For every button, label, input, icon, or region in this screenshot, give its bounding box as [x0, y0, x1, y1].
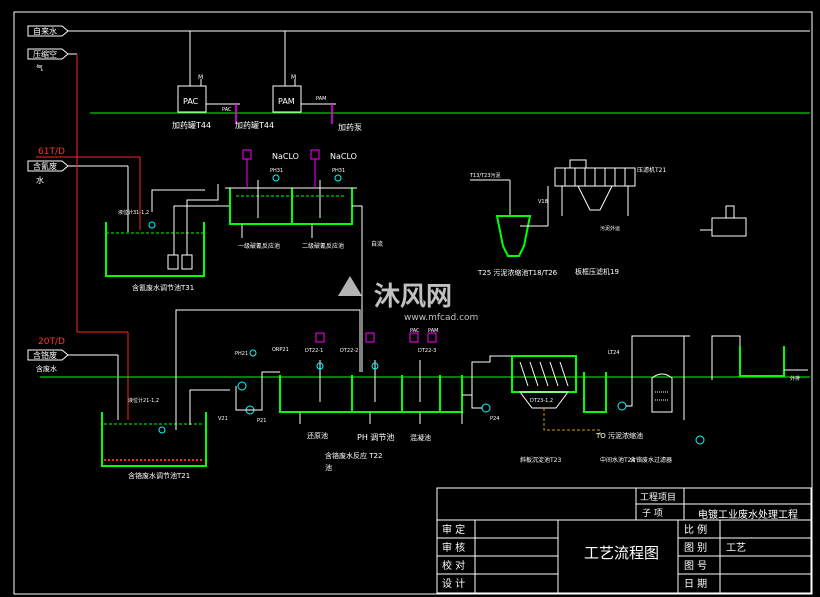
svg-text:子 项: 子 项 — [642, 508, 663, 519]
svg-text:审 定: 审 定 — [442, 523, 465, 536]
gravity-pipe — [352, 205, 363, 372]
svg-text:日 期: 日 期 — [684, 578, 707, 590]
air-pipe-cyanide — [76, 54, 141, 230]
svg-text:工程项目: 工程项目 — [640, 492, 676, 503]
svg-text:含铬废水过滤器: 含铬废水过滤器 — [630, 456, 672, 464]
svg-text:含氰废: 含氰废 — [33, 161, 57, 171]
pac-dosing-tank: PAC M PAC 加药罐T44 — [172, 74, 240, 130]
title-block: 工程项目 子 项 电镀工业废水处理工程 审 定 审 核 校 对 设 计 工艺流程… — [436, 487, 812, 594]
svg-text:自流: 自流 — [371, 240, 383, 248]
svg-text:61T/D: 61T/D — [38, 147, 65, 157]
svg-text:加药罐T44: 加药罐T44 — [235, 120, 274, 130]
inlet-tap-water: 自来水 — [27, 25, 810, 37]
svg-text:比 例: 比 例 — [684, 523, 707, 536]
svg-text:PAC: PAC — [183, 97, 199, 106]
svg-text:T13/T23污泥: T13/T23污泥 — [469, 172, 501, 179]
svg-text:液位计31-1,2: 液位计31-1,2 — [118, 209, 149, 216]
svg-text:外排: 外排 — [790, 375, 800, 382]
filter-press: 压滤机T21 污泥外运 板框压滤机19 — [554, 159, 666, 276]
svg-text:二级破氰反应池: 二级破氰反应池 — [302, 242, 344, 250]
cyanide-breaking-pools: PH31 PH31 NaCLO NaCLO 一级破氰反应池 二级破氰反应池 — [225, 149, 357, 250]
svg-text:压滤机T21: 压滤机T21 — [637, 166, 666, 174]
svg-text:沐风网: 沐风网 — [374, 282, 452, 312]
svg-text:PAC: PAC — [410, 328, 420, 334]
svg-text:图 号: 图 号 — [684, 560, 707, 572]
svg-text:含氰废水调节池T31: 含氰废水调节池T31 — [132, 283, 194, 292]
svg-text:混凝池: 混凝池 — [410, 433, 431, 442]
svg-text:水: 水 — [36, 175, 44, 185]
svg-text:池: 池 — [325, 463, 332, 472]
svg-text:V21: V21 — [218, 416, 228, 422]
svg-text:含铬废水反应 T22: 含铬废水反应 T22 — [325, 451, 382, 460]
inlet-cyanide: 61T/D 含氰废 水 — [27, 147, 129, 232]
svg-text:污泥外运: 污泥外运 — [600, 225, 620, 232]
chrome-regulating-tank: 液位计21-1,2 含铬废水调节池T21 — [101, 397, 207, 480]
intermediate-tank: 中间水池T24 TO 污泥浓缩池 LT24 — [583, 350, 643, 464]
svg-text:PAM: PAM — [316, 96, 326, 102]
inlet-compressed-air: 压缩空 气 — [27, 48, 77, 72]
svg-text:DT22-2: DT22-2 — [340, 348, 358, 354]
svg-text:加药泵: 加药泵 — [338, 122, 362, 132]
svg-text:工艺: 工艺 — [726, 542, 746, 554]
svg-text:P24: P24 — [490, 416, 499, 422]
svg-text:V18: V18 — [538, 199, 548, 205]
svg-text:www.mfcad.com: www.mfcad.com — [404, 313, 478, 323]
svg-text:PAC: PAC — [222, 107, 232, 113]
svg-text:T25 污泥浓缩池T18/T26: T25 污泥浓缩池T18/T26 — [477, 268, 558, 277]
svg-text:PH21: PH21 — [235, 351, 248, 357]
svg-text:板框压滤机19: 板框压滤机19 — [575, 267, 619, 276]
svg-text:气: 气 — [36, 63, 43, 72]
svg-text:斜板沉淀池T23: 斜板沉淀池T23 — [520, 456, 561, 464]
svg-text:PH31: PH31 — [332, 168, 345, 174]
svg-text:自来水: 自来水 — [33, 26, 57, 36]
svg-text:PAM: PAM — [278, 97, 295, 106]
svg-text:NaCLO: NaCLO — [272, 152, 299, 161]
svg-text:含铬废: 含铬废 — [33, 350, 57, 360]
watermark: 沐风网 www.mfcad.com — [338, 276, 478, 323]
svg-text:TO 污泥浓缩池: TO 污泥浓缩池 — [595, 431, 643, 440]
svg-text:液位计21-1,2: 液位计21-1,2 — [128, 397, 159, 404]
svg-text:图 别: 图 别 — [684, 542, 707, 554]
svg-text:电镀工业废水处理工程: 电镀工业废水处理工程 — [698, 508, 798, 521]
svg-text:NaCLO: NaCLO — [330, 152, 357, 161]
svg-text:20T/D: 20T/D — [38, 337, 65, 347]
svg-text:M: M — [198, 74, 203, 81]
svg-text:LT24: LT24 — [608, 350, 620, 356]
svg-text:还原池: 还原池 — [307, 431, 328, 440]
svg-text:压缩空: 压缩空 — [33, 49, 57, 59]
svg-text:工艺流程图: 工艺流程图 — [584, 544, 659, 562]
svg-text:一级破氰反应池: 一级破氰反应池 — [238, 242, 280, 250]
svg-text:PH31: PH31 — [270, 168, 283, 174]
svg-text:P21: P21 — [257, 418, 266, 424]
svg-text:含废水: 含废水 — [36, 364, 57, 373]
chrome-filter: 含铬废水过滤器 — [630, 336, 705, 464]
clean-water-tank: 外排 — [739, 346, 808, 382]
cyanide-regulating-tank: 液位计31-1,2 含氰废水调节池T31 — [105, 209, 205, 292]
svg-text:中间水池T24: 中间水池T24 — [600, 456, 635, 464]
air-pipe-chrome — [76, 157, 128, 333]
drawing-frame — [13, 11, 813, 595]
svg-text:PH 调节池: PH 调节池 — [357, 432, 394, 442]
svg-text:PAM: PAM — [428, 328, 438, 334]
inlet-chrome: 20T/D 含铬废 含废水 — [27, 337, 119, 420]
chrome-reaction-pools: PAC PAM DT22-1 DT22-2 DT22-3 还原池 PH 调节池 … — [279, 328, 463, 472]
svg-text:设 计: 设 计 — [442, 577, 465, 590]
inclined-settling-tank: DT23-1,2 斜板沉淀池T23 — [511, 355, 601, 464]
svg-text:DT22-3: DT22-3 — [418, 348, 436, 354]
equipment-icon — [700, 205, 747, 237]
svg-text:校 对: 校 对 — [442, 559, 465, 572]
svg-text:DT22-1: DT22-1 — [305, 348, 323, 354]
svg-text:审 核: 审 核 — [442, 541, 465, 554]
sludge-thickener: T13/T23污泥 T25 污泥浓缩池T18/T26 V18 — [469, 172, 558, 277]
svg-text:M: M — [291, 74, 296, 81]
svg-text:DT23-1,2: DT23-1,2 — [530, 398, 553, 404]
pam-dosing-tank: PAM M PAM 加药罐T44 加药泵 — [235, 74, 362, 132]
svg-text:加药罐T44: 加药罐T44 — [172, 120, 211, 130]
svg-text:含铬废水调节池T21: 含铬废水调节池T21 — [128, 471, 190, 480]
svg-text:ORP21: ORP21 — [272, 347, 289, 353]
